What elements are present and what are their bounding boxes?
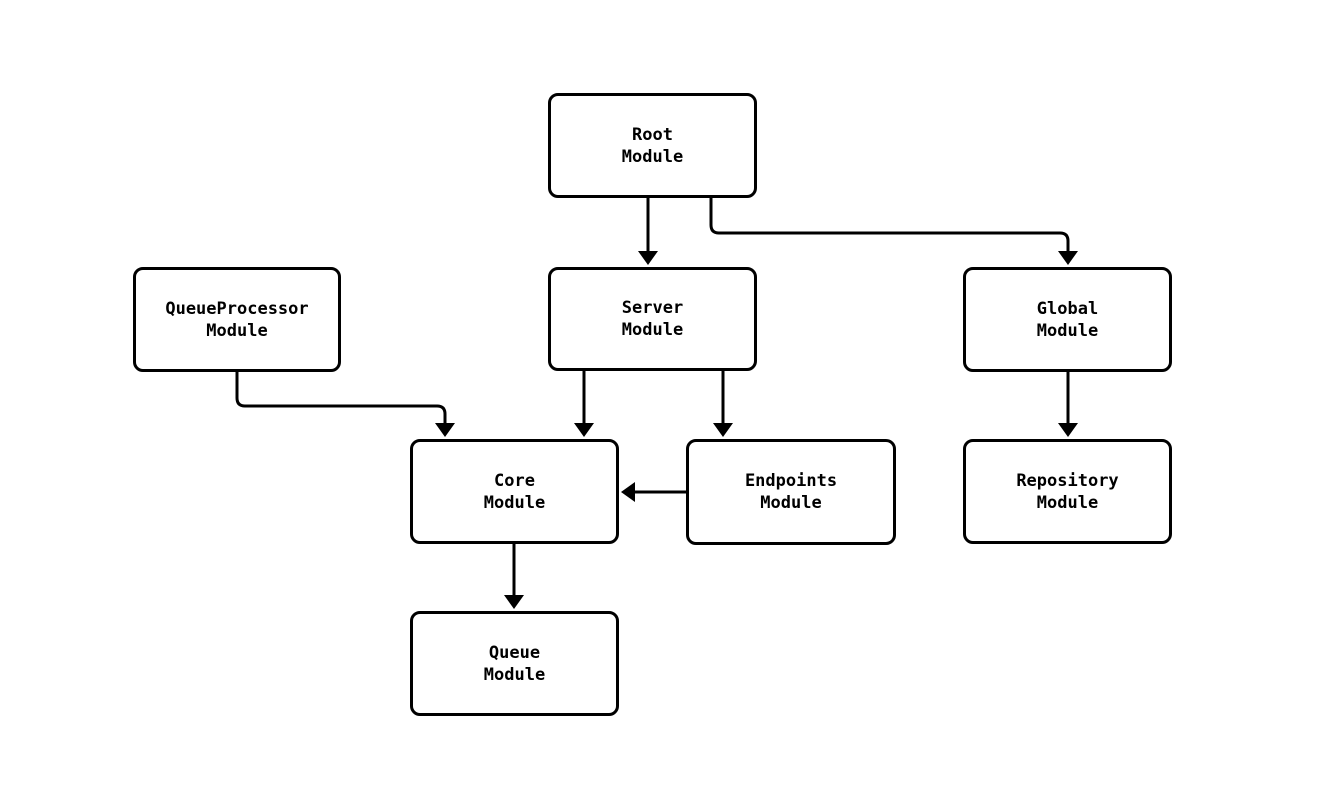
node-label-line: Root: [632, 124, 673, 145]
node-label-line: Module: [621, 146, 684, 167]
arrowhead-server-to-core: [574, 423, 594, 437]
node-label-line: Module: [483, 492, 546, 513]
edge-root-to-global: [709, 198, 1070, 251]
arrowhead-endpoints-to-core: [621, 482, 635, 502]
node-label-line: Module: [483, 664, 546, 685]
node-label-line: Module: [760, 493, 822, 513]
arrowhead-queueprocessor-to-core: [435, 423, 455, 437]
node-label-line: QueueProcessor: [165, 298, 309, 319]
arrowhead-root-to-global: [1058, 251, 1078, 265]
node-label-line: Module: [1036, 492, 1099, 513]
node-label-line: Repository: [1016, 470, 1119, 491]
node-label-line: Server: [621, 298, 684, 318]
node-label-line: Module: [1036, 320, 1099, 341]
node-label-line: Global: [1036, 298, 1099, 319]
node-label-line: Module: [621, 320, 684, 340]
node-label-line: Module: [206, 320, 268, 341]
edge-queueprocessor-to-core: [235, 372, 447, 423]
arrowhead-server-to-endpoints: [713, 423, 733, 437]
arrowhead-global-to-repository: [1058, 423, 1078, 437]
arrowhead-core-to-queue: [504, 595, 524, 609]
node-label-line: Core: [494, 470, 535, 491]
arrowhead-root-to-server: [638, 251, 658, 265]
node-label-line: Endpoints: [744, 471, 838, 491]
node-label-line: Queue: [488, 642, 541, 663]
